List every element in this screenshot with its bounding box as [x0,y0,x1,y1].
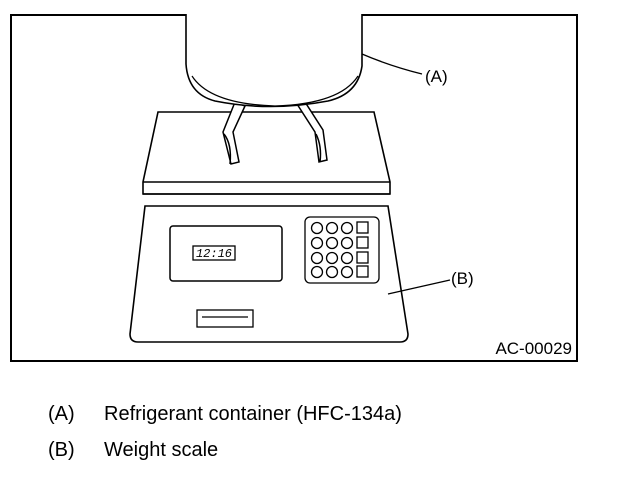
keypad-square-button [356,236,369,249]
keypad-button [310,251,324,265]
keypad-button [325,265,339,279]
keypad-button [310,221,324,235]
keypad-square-button [356,221,369,234]
printer-slot [196,309,254,328]
keypad-button [310,265,324,279]
weighing-platform [142,111,391,195]
callout-b: (B) [451,269,474,288]
display-readout: 12:16 [196,247,232,261]
slot-frame [196,309,254,328]
legend: (A) Refrigerant container (HFC-134a) (B)… [48,396,402,468]
keypad-button [340,236,354,250]
stand-leg-right-inner [315,133,322,163]
scale-illustration: 12:16 [10,14,578,362]
scale-display: 12:16 [169,225,283,282]
figure-id: AC-00029 [495,339,572,358]
keypad-button [340,265,354,279]
callout-a: (A) [425,67,448,86]
keypad-button [325,251,339,265]
legend-key: (A) [48,403,75,425]
keypad-button [340,251,354,265]
keypad-square-button [356,265,369,278]
keypad-button [325,221,339,235]
legend-key: (B) [48,439,75,461]
legend-text: Refrigerant container (HFC-134a) [104,403,402,425]
legend-text: Weight scale [104,439,219,461]
scale-keypad [304,216,380,284]
keypad-square-button [356,251,369,264]
refrigerant-container [185,14,363,108]
keypad-button [310,236,324,250]
container-body [185,14,363,108]
keypad-button [325,236,339,250]
legend-item-b: (B) Weight scale [48,432,402,468]
display-screen [192,245,236,261]
figure-frame: 12:16 [10,14,578,362]
legend-item-a: (A) Refrigerant container (HFC-134a) [48,396,402,432]
container-bottom-rim [191,75,359,107]
leader-line-a [361,53,423,75]
stand-leg-left-inner [223,133,232,165]
leader-line-b [387,279,451,295]
keypad-button [340,221,354,235]
